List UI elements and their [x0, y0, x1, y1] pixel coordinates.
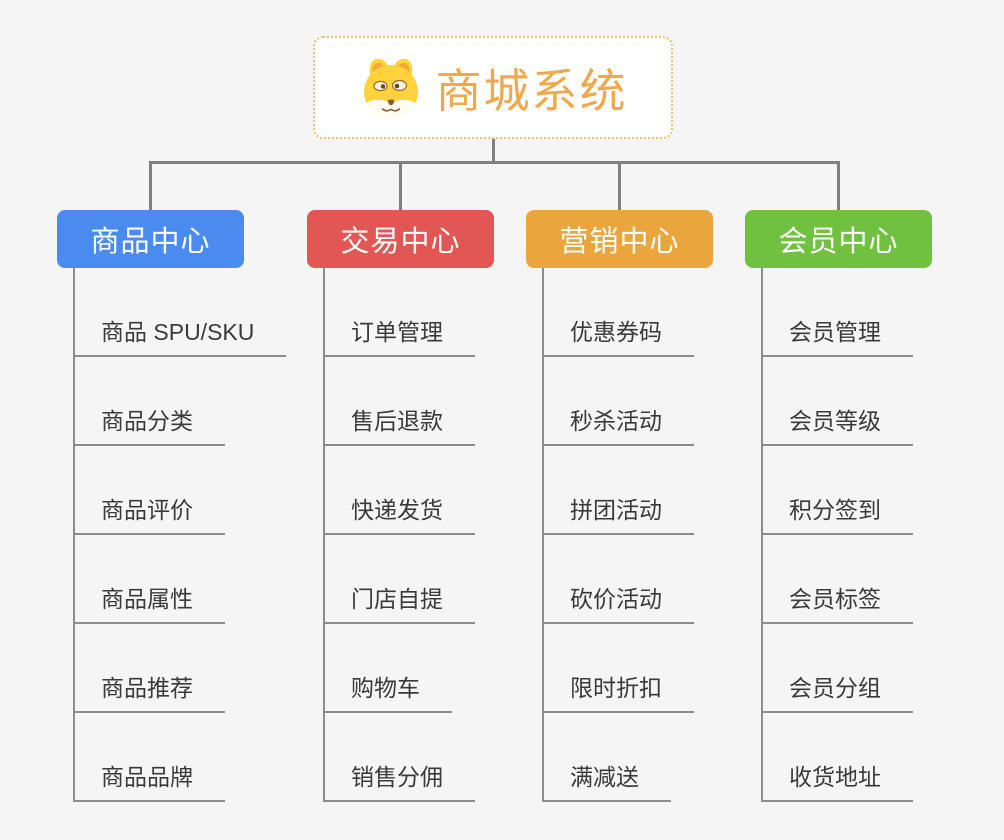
subtopic-item[interactable]: 门店自提 [323, 535, 583, 624]
subtopic-item[interactable]: 商品品牌 [73, 713, 333, 802]
branch-trunk-line [761, 268, 763, 802]
branch-subtopics: 会员管理会员等级积分签到会员标签会员分组收货地址 [761, 268, 1004, 802]
connector-drop-2 [399, 161, 402, 210]
subtopic-label: 秒杀活动 [542, 402, 694, 446]
branch-trunk-line [323, 268, 325, 802]
subtopic-item[interactable]: 会员等级 [761, 357, 1004, 446]
dog-face-icon [363, 58, 418, 119]
subtopic-item[interactable]: 拼团活动 [542, 446, 802, 535]
subtopic-label: 砍价活动 [542, 580, 694, 624]
connector-horizontal [149, 161, 840, 164]
subtopic-item[interactable]: 快递发货 [323, 446, 583, 535]
subtopic-label: 商品品牌 [73, 758, 225, 802]
root-topic-node[interactable]: 商城系统 [313, 36, 673, 139]
subtopic-label: 限时折扣 [542, 669, 694, 713]
subtopic-label: 销售分佣 [323, 758, 475, 802]
subtopic-item[interactable]: 会员分组 [761, 624, 1004, 713]
subtopic-item[interactable]: 商品推荐 [73, 624, 333, 713]
subtopic-item[interactable]: 商品评价 [73, 446, 333, 535]
subtopic-item[interactable]: 满减送 [542, 713, 802, 802]
subtopic-item[interactable]: 砍价活动 [542, 535, 802, 624]
subtopic-item[interactable]: 售后退款 [323, 357, 583, 446]
subtopic-label: 会员分组 [761, 669, 913, 713]
subtopic-label: 拼团活动 [542, 491, 694, 535]
connector-drop-3 [618, 161, 621, 210]
branch-subtopics: 商品 SPU/SKU 商品分类商品评价商品属性商品推荐商品品牌 [73, 268, 333, 802]
subtopic-label: 积分签到 [761, 491, 913, 535]
subtopic-item[interactable]: 销售分佣 [323, 713, 583, 802]
subtopic-item[interactable]: 订单管理 [323, 268, 583, 357]
subtopic-label: 会员等级 [761, 402, 913, 446]
subtopic-label: 满减送 [542, 758, 671, 802]
subtopic-label: 优惠券码 [542, 313, 694, 357]
connector-root-drop [492, 139, 495, 164]
branch-node[interactable]: 商品中心 [57, 210, 244, 268]
branch-trunk-line [542, 268, 544, 802]
subtopic-label: 订单管理 [323, 313, 475, 357]
subtopic-label: 快递发货 [323, 491, 475, 535]
subtopic-item[interactable]: 商品 SPU/SKU [73, 268, 333, 357]
branch-subtopics: 优惠券码秒杀活动拼团活动砍价活动限时折扣满减送 [542, 268, 802, 802]
subtopic-item[interactable]: 购物车 [323, 624, 583, 713]
connector-drop-4 [837, 161, 840, 210]
branch-marketing-center: 营销中心 优惠券码秒杀活动拼团活动砍价活动限时折扣满减送 [526, 210, 713, 802]
subtopic-label: 商品评价 [73, 491, 225, 535]
subtopic-item[interactable]: 商品属性 [73, 535, 333, 624]
subtopic-item[interactable]: 限时折扣 [542, 624, 802, 713]
subtopic-label: 购物车 [323, 669, 452, 713]
subtopic-item[interactable]: 会员管理 [761, 268, 1004, 357]
subtopic-label: 商品推荐 [73, 669, 225, 713]
root-topic-label: 商城系统 [435, 64, 628, 117]
branch-subtopics: 订单管理售后退款快递发货门店自提购物车销售分佣 [323, 268, 583, 802]
subtopic-item[interactable]: 秒杀活动 [542, 357, 802, 446]
subtopic-label: 会员管理 [761, 313, 913, 357]
branch-product-center: 商品中心 商品 SPU/SKU 商品分类商品评价商品属性商品推荐商品品牌 [57, 210, 287, 802]
subtopic-item[interactable]: 收货地址 [761, 713, 1004, 802]
connector-drop-1 [149, 161, 152, 210]
subtopic-label: 商品分类 [73, 402, 225, 446]
subtopic-item[interactable]: 会员标签 [761, 535, 1004, 624]
subtopic-label: 会员标签 [761, 580, 913, 624]
branch-node[interactable]: 交易中心 [307, 210, 494, 268]
branch-node[interactable]: 营销中心 [526, 210, 713, 268]
branch-trade-center: 交易中心 订单管理售后退款快递发货门店自提购物车销售分佣 [307, 210, 494, 802]
subtopic-label: 售后退款 [323, 402, 475, 446]
branch-member-center: 会员中心 会员管理会员等级积分签到会员标签会员分组收货地址 [745, 210, 932, 802]
subtopic-item[interactable]: 积分签到 [761, 446, 1004, 535]
subtopic-item[interactable]: 优惠券码 [542, 268, 802, 357]
subtopic-label: 商品 SPU/SKU [73, 313, 287, 357]
subtopic-item[interactable]: 商品分类 [73, 357, 333, 446]
branch-trunk-line [73, 268, 75, 802]
subtopic-label: 门店自提 [323, 580, 475, 624]
branch-node[interactable]: 会员中心 [745, 210, 932, 268]
subtopic-label: 收货地址 [761, 758, 913, 802]
subtopic-label: 商品属性 [73, 580, 225, 624]
